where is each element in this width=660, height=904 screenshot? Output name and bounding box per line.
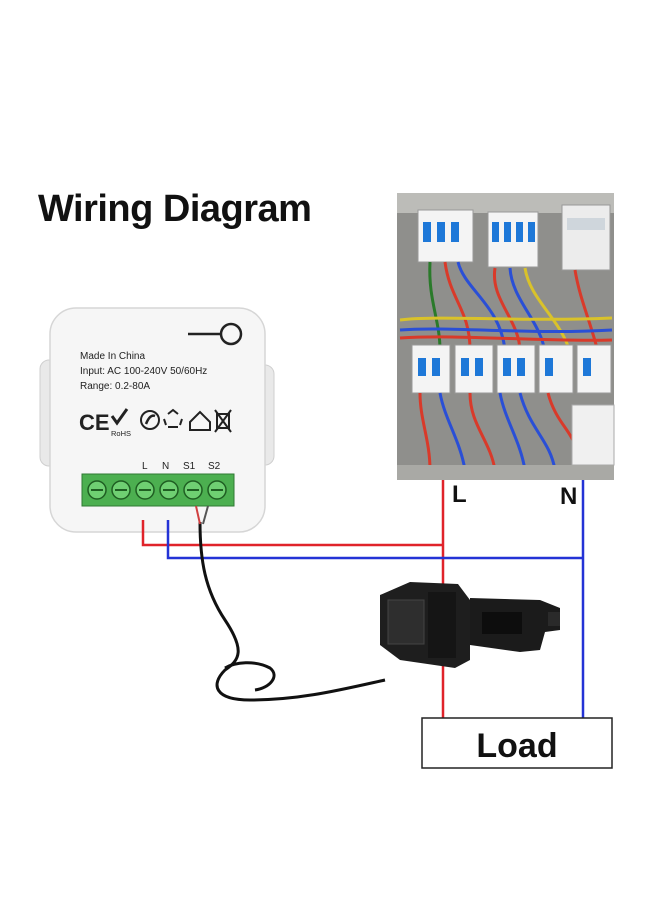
- electrical-panel-photo: [397, 193, 615, 480]
- green-dot-icon: [140, 410, 160, 430]
- panel-bottom-frame: [397, 465, 614, 480]
- terminal-labels: L N S1 S2: [142, 461, 221, 472]
- panel-top-frame: [397, 193, 614, 213]
- rohs-label: RoHS: [111, 429, 131, 438]
- recycle-icon: [163, 408, 183, 428]
- top-breaker-row: [417, 204, 611, 271]
- input-rating-label: Input: AC 100-240V 50/60Hz: [80, 366, 207, 377]
- certification-icons: CE: [79, 408, 232, 435]
- check-mark-icon: [110, 408, 129, 426]
- home-icon: [189, 410, 211, 431]
- panel-meter-box: [571, 404, 615, 466]
- terminal-label-s1: S1: [183, 461, 196, 472]
- terminal-label-n: N: [162, 461, 169, 472]
- neutral-line-label: N: [560, 483, 577, 510]
- bottom-breaker-row: [411, 344, 612, 394]
- load-label: Load: [476, 727, 557, 765]
- terminal-label-s2: S2: [208, 461, 221, 472]
- reset-button-icon: [188, 322, 243, 346]
- ct-sensor-cable: [198, 521, 386, 702]
- panel-wires: [399, 261, 613, 353]
- smart-switch-module: CE RoHS Made In China Input: AC 100-240V…: [39, 307, 275, 533]
- current-transformer-clamp: [380, 582, 560, 668]
- neutral-wire: [166, 480, 585, 718]
- terminal-label-l: L: [142, 461, 148, 472]
- range-label: Range: 0.2-80A: [80, 381, 150, 392]
- ce-mark-icon: CE: [79, 410, 110, 435]
- made-in-label: Made In China: [80, 351, 145, 362]
- load-box-frame: [421, 717, 613, 769]
- load-box: Load: [421, 717, 613, 769]
- weee-bin-icon: [214, 409, 232, 433]
- terminal-screws: [87, 480, 227, 500]
- live-line-label: L: [452, 481, 467, 508]
- s1-s2-wire-stubs: [195, 505, 209, 525]
- diagram-title: Wiring Diagram: [38, 188, 312, 230]
